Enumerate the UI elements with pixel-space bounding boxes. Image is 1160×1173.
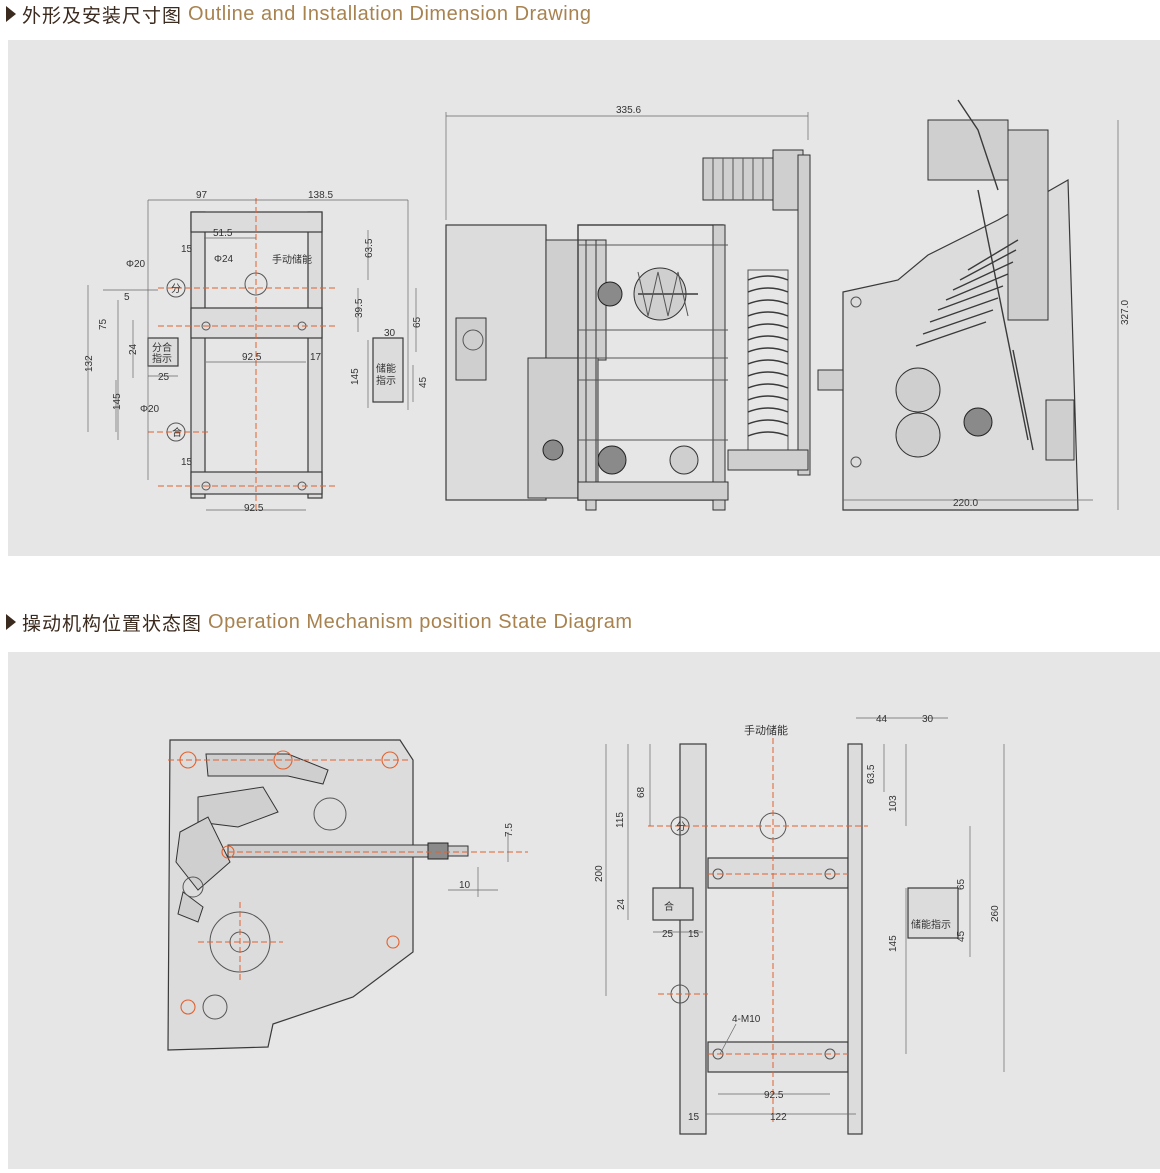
dim-39-5: 39.5 bbox=[354, 298, 365, 318]
dim-17: 17 bbox=[310, 352, 322, 363]
dim-30-top: 30 bbox=[922, 714, 934, 725]
label-he-b: 合 bbox=[664, 900, 674, 913]
closing-spring bbox=[747, 269, 789, 461]
label-manual-charge: 手动储能 bbox=[272, 253, 312, 266]
dim-5: 5 bbox=[124, 292, 130, 303]
mechanism-front-view: 335.6 bbox=[445, 105, 811, 511]
dim-15-mid: 15 bbox=[688, 929, 700, 940]
label-manual-charge-2: 手动储能 bbox=[744, 723, 788, 737]
triangle-bullet-icon bbox=[6, 614, 16, 630]
charge-indicator-box bbox=[372, 337, 404, 403]
dim-122: 122 bbox=[770, 1112, 787, 1123]
store-indicator-box bbox=[907, 887, 959, 939]
label-4-m10: 4-M10 bbox=[732, 1014, 761, 1025]
label-open-close-1: 分合 bbox=[152, 341, 172, 354]
dim-7-5: 7.5 bbox=[504, 823, 515, 837]
dim-63-5-b: 63.5 bbox=[866, 764, 877, 784]
dim-145-b: 145 bbox=[888, 935, 899, 952]
dim-145-right: 145 bbox=[350, 368, 361, 385]
dim-24-b: 24 bbox=[616, 898, 627, 910]
push-rod bbox=[227, 844, 429, 858]
label-store-ind: 储能指示 bbox=[911, 918, 951, 931]
dim-132: 132 bbox=[84, 355, 95, 372]
dim-68: 68 bbox=[636, 786, 647, 798]
label-open-close-2: 指示 bbox=[152, 352, 172, 365]
outline-drawing-panel: 97 138.5 51.5 15 63.5 Φ20 Φ24 手动储能 5 分 3… bbox=[8, 40, 1160, 556]
dim-97: 97 bbox=[196, 190, 208, 201]
dim-220: 220.0 bbox=[953, 498, 978, 509]
dim-65-b: 65 bbox=[956, 878, 967, 890]
state-diagram-panel: 7.5 10 bbox=[8, 652, 1160, 1169]
dim-25: 25 bbox=[158, 372, 170, 383]
dim-145-left: 145 bbox=[112, 393, 123, 410]
frame-rail-left bbox=[190, 211, 206, 499]
dim-15-bottom-b: 15 bbox=[688, 1112, 700, 1123]
dim-25-b: 25 bbox=[662, 929, 674, 940]
dim-24: 24 bbox=[128, 343, 139, 355]
mechanism-state-drawing: 7.5 10 bbox=[167, 739, 528, 1051]
mechanism-side-view: 327.0 220.0 bbox=[817, 99, 1131, 511]
dim-200: 200 bbox=[594, 865, 605, 882]
dim-335-6: 335.6 bbox=[616, 105, 641, 116]
dim-327: 327.0 bbox=[1120, 300, 1131, 325]
label-charge-ind-2: 指示 bbox=[376, 374, 396, 387]
label-fen-b: 分 bbox=[676, 821, 686, 833]
section-title-cn: 外形及安装尺寸图 bbox=[22, 4, 183, 27]
dim-30: 30 bbox=[384, 328, 396, 339]
dim-92-5-bottom: 92.5 bbox=[244, 503, 264, 514]
section-title-outline: 外形及安装尺寸图 Outline and Installation Dimens… bbox=[6, 0, 591, 28]
rail-right bbox=[847, 743, 863, 1135]
dim-10: 10 bbox=[459, 880, 471, 891]
he-indicator-box bbox=[652, 887, 694, 921]
installation-dimension-drawing: 手动储能 44 30 63.5 103 68 115 分 65 200 260 … bbox=[594, 714, 1005, 1135]
section-title-state: 操动机构位置状态图 Operation Mechanism position S… bbox=[6, 608, 633, 636]
dim-phi20-bottom: Φ20 bbox=[140, 404, 160, 415]
label-fen: 分 bbox=[171, 283, 181, 295]
dim-65: 65 bbox=[412, 316, 423, 328]
dim-75: 75 bbox=[98, 318, 109, 330]
section-title-cn: 操动机构位置状态图 bbox=[22, 612, 203, 635]
section-title-en: Outline and Installation Dimension Drawi… bbox=[188, 2, 592, 25]
dim-115: 115 bbox=[615, 812, 626, 828]
cross-bar-bottom bbox=[707, 1041, 849, 1073]
dim-45-b: 45 bbox=[956, 930, 967, 942]
bellows bbox=[915, 239, 1019, 347]
dim-15-top: 15 bbox=[181, 244, 193, 255]
dim-260: 260 bbox=[990, 905, 1001, 922]
bevel-gear bbox=[633, 267, 698, 321]
dim-103: 103 bbox=[888, 795, 899, 812]
state-diagram-svg: 7.5 10 bbox=[167, 714, 1005, 1135]
dim-92-5-mid: 92.5 bbox=[242, 352, 262, 363]
dim-92-5-b: 92.5 bbox=[764, 1090, 784, 1101]
dim-phi20-top: Φ20 bbox=[126, 259, 146, 270]
cross-bar-top bbox=[707, 857, 849, 889]
dim-15-bottom: 15 bbox=[181, 457, 193, 468]
dim-63-5: 63.5 bbox=[364, 238, 375, 258]
state-plate bbox=[167, 739, 414, 1051]
triangle-bullet-icon bbox=[6, 6, 16, 22]
outline-drawing-svg: 97 138.5 51.5 15 63.5 Φ20 Φ24 手动储能 5 分 3… bbox=[84, 99, 1131, 514]
dim-45: 45 bbox=[418, 376, 429, 388]
motor bbox=[702, 157, 774, 201]
label-he: 合 bbox=[172, 426, 182, 439]
dim-44: 44 bbox=[876, 714, 888, 725]
dim-51-5: 51.5 bbox=[213, 228, 233, 239]
label-charge-ind-1: 储能 bbox=[376, 362, 396, 375]
section-title-en: Operation Mechanism position State Diagr… bbox=[208, 610, 633, 633]
dim-138-5: 138.5 bbox=[308, 190, 333, 201]
dim-phi24: Φ24 bbox=[214, 254, 234, 265]
mounting-frame-drawing: 97 138.5 51.5 15 63.5 Φ20 Φ24 手动储能 5 分 3… bbox=[84, 190, 429, 514]
rail-left bbox=[679, 743, 707, 1135]
